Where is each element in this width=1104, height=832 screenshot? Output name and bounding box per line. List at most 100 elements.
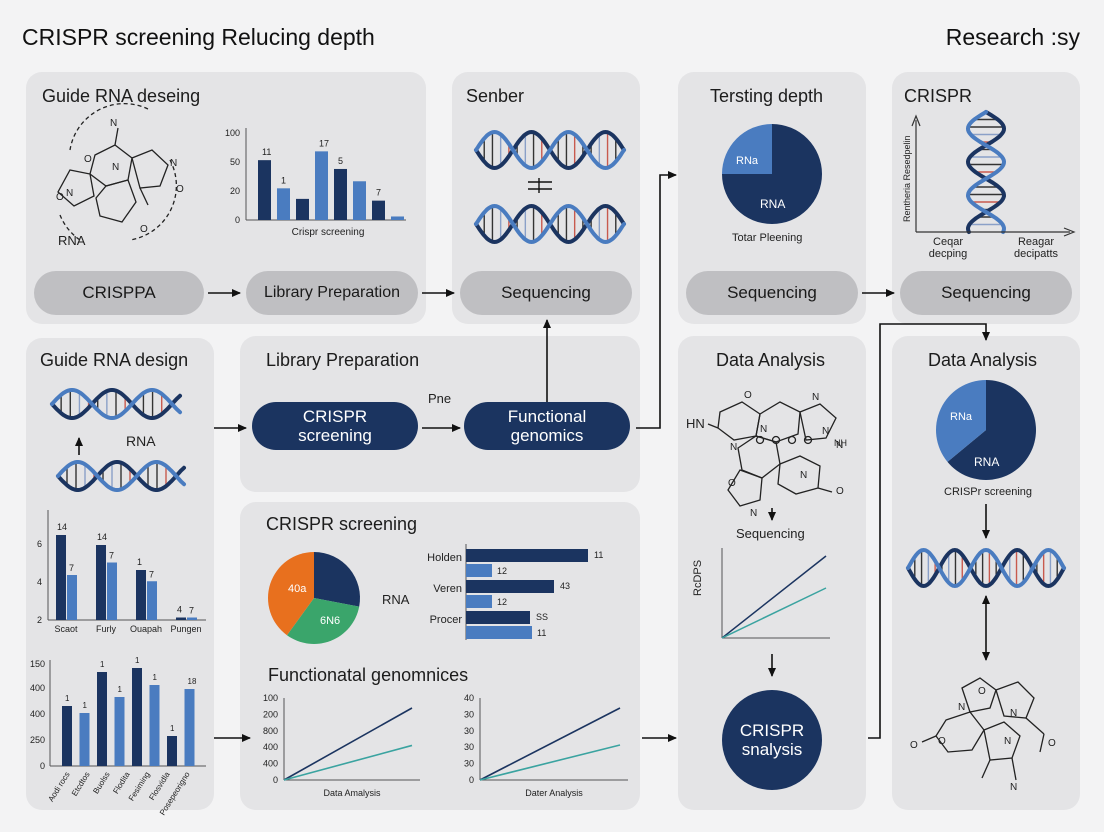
pie-label: RNA xyxy=(760,197,785,211)
library-preparation-title: Library Preparation xyxy=(266,350,420,370)
flow-arrows xyxy=(75,171,990,742)
x-axis-arrow xyxy=(1063,227,1076,237)
y-tick-label: 4 xyxy=(37,577,42,587)
y-tick-label: 30 xyxy=(464,759,474,769)
testing-caption: Totar Pleening xyxy=(732,232,803,244)
arrow-functional-to-testing xyxy=(636,171,677,429)
bar-data-label: 7 xyxy=(109,551,114,561)
category-label: Furly xyxy=(96,624,116,634)
svg-text:O: O xyxy=(176,184,184,195)
hn-label: HN xyxy=(686,416,705,431)
series-line xyxy=(283,707,413,781)
category-label: Holden xyxy=(427,552,462,564)
svg-text:N: N xyxy=(812,392,819,403)
crispr-tr-x1: Ceqar decping xyxy=(928,236,968,260)
bar-data-label: 1 xyxy=(100,660,105,669)
x-axis-label: Dater Analysis xyxy=(525,788,583,798)
bar-data-label: 11 xyxy=(594,550,603,560)
bar xyxy=(62,706,72,766)
x-axis-label: Data Amalysis xyxy=(323,788,381,798)
category-label: Ouapah xyxy=(130,624,162,634)
bar-data-label: 1 xyxy=(153,673,158,682)
bar xyxy=(466,564,492,577)
svg-text:N: N xyxy=(750,508,757,519)
y-tick-label: 30 xyxy=(464,726,474,736)
crispr-screening-button: CRISPR screening xyxy=(252,402,418,450)
dna-strand xyxy=(965,110,1007,234)
bar xyxy=(372,200,385,220)
guide-rna-mid-title: Guide RNA design xyxy=(40,350,189,370)
svg-text:O: O xyxy=(978,686,986,697)
svg-text:N: N xyxy=(822,426,829,437)
brand-label: Research :sy xyxy=(945,24,1080,50)
bar xyxy=(466,626,532,639)
line-chart-data-analysis xyxy=(721,548,830,639)
bar-data-label: 1 xyxy=(137,557,142,567)
y-tick-label: 2 xyxy=(37,615,42,625)
pie-slice xyxy=(286,598,360,644)
dna-strand xyxy=(474,129,626,171)
pie-label: RNA xyxy=(974,455,999,469)
y-tick-label: 0 xyxy=(235,215,240,225)
svg-text:O: O xyxy=(84,154,92,165)
bar xyxy=(107,562,117,620)
sequencing-pill-2: Sequencing xyxy=(686,271,858,315)
bar xyxy=(466,549,588,562)
bar-data-label: 14 xyxy=(97,532,107,542)
bar xyxy=(136,570,146,620)
dna-guide-upper xyxy=(50,388,182,420)
y-tick-label: 100 xyxy=(263,693,278,703)
rna-label-mid: RNA xyxy=(126,433,156,449)
y-tick-label: 400 xyxy=(263,742,278,752)
series-line xyxy=(283,744,413,781)
svg-text:N: N xyxy=(958,702,965,713)
category-label: Pungen xyxy=(170,624,201,634)
rna-label-top: RNA xyxy=(58,233,86,248)
testing-depth-title: Tersting depth xyxy=(710,86,824,106)
bar xyxy=(391,216,404,220)
bar xyxy=(258,160,271,220)
bar-data-label: 7 xyxy=(376,188,381,198)
bar-data-label: 7 xyxy=(149,569,154,579)
y-tick-label: 400 xyxy=(263,759,278,769)
pie-label: RNa xyxy=(950,411,973,423)
bar-data-label: 12 xyxy=(497,597,507,607)
series-line xyxy=(721,555,827,639)
y-tick-label: 6 xyxy=(37,539,42,549)
pne-label: Pne xyxy=(428,391,452,406)
pie-slice xyxy=(936,380,986,462)
bar xyxy=(466,580,554,593)
series-line xyxy=(479,707,621,781)
bar xyxy=(184,689,195,766)
svg-text:O: O xyxy=(836,486,844,497)
category-label: Aodi rocs xyxy=(46,770,71,803)
pie-label: 40a xyxy=(288,583,307,595)
bar-data-label: 14 xyxy=(57,522,67,532)
dna-guide-lower xyxy=(56,460,186,492)
axes-crispr-top-right xyxy=(911,114,1076,237)
library-preparation-pill: Library Preparation xyxy=(246,271,418,315)
bar xyxy=(315,151,328,220)
bar xyxy=(167,736,177,766)
bar xyxy=(353,181,366,220)
dna-senber-top xyxy=(474,129,626,171)
svg-text:N: N xyxy=(110,118,117,129)
bar xyxy=(114,697,125,766)
category-label: Flodita xyxy=(111,770,132,796)
guide-rna-top-title: Guide RNA deseing xyxy=(42,86,201,106)
y-tick-label: 40 xyxy=(464,693,474,703)
pie-slice xyxy=(314,552,360,607)
crispr-analysis-button: CRISPR snalysis xyxy=(722,690,822,790)
molecule-top-left xyxy=(57,103,177,241)
bar xyxy=(296,198,309,220)
y-tick-label: 250 xyxy=(30,735,45,745)
y-tick-label: 150 xyxy=(30,659,45,669)
crisppa-pill: CRISPPA xyxy=(34,271,204,315)
bar xyxy=(466,595,492,608)
svg-text:N: N xyxy=(800,470,807,481)
bar-data-label: 1 xyxy=(118,685,123,694)
